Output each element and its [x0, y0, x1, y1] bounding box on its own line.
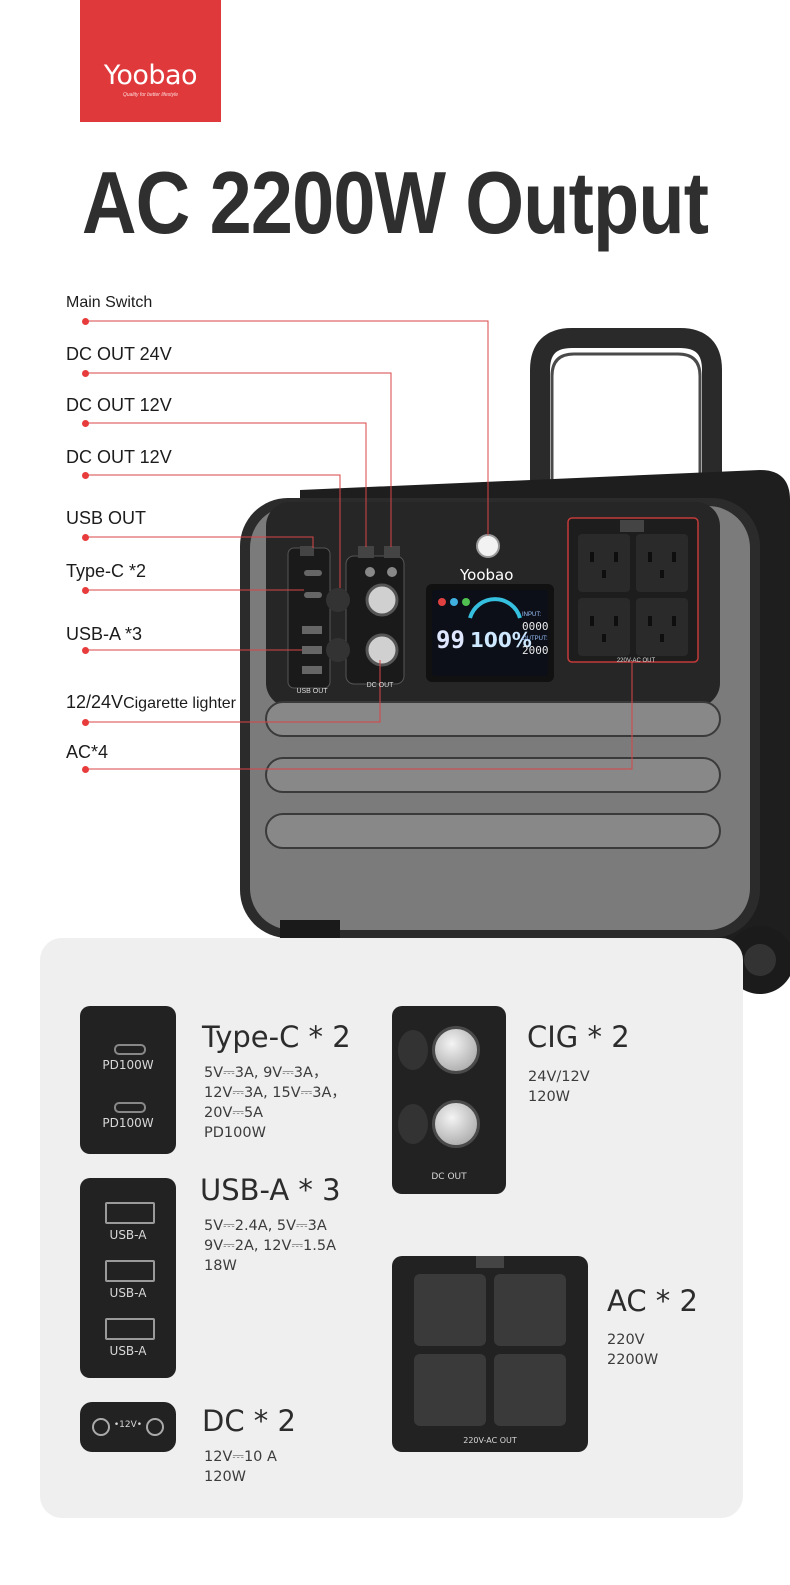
display-battery: 99	[436, 626, 465, 654]
callout-usb-a: USB-A *3	[66, 624, 143, 644]
display-input-label: INPUT:	[522, 612, 542, 618]
ac-title: AC * 2	[607, 1284, 698, 1318]
display-output-value: 2000	[522, 644, 549, 657]
callout-main-switch: Main Switch	[66, 294, 153, 311]
callout-dot	[82, 534, 89, 541]
logo-wordmark: Yoobao	[103, 60, 198, 91]
typec-port-label: PD100W	[102, 1058, 154, 1072]
typec-port-label: PD100W	[102, 1116, 154, 1130]
callout-dot	[82, 647, 89, 654]
dc-specs: 12V⎓10 A 120W	[204, 1449, 277, 1485]
ac-specs: 220V 2200W	[607, 1332, 659, 1368]
callout-ac: AC*4	[66, 742, 109, 762]
typec-module-image: PD100W PD100W	[80, 1006, 176, 1154]
cig-socket-cap	[398, 1104, 428, 1144]
callout-dc-out-24v: DC OUT 24V	[66, 344, 172, 364]
cig-socket-icon	[432, 1100, 480, 1148]
callout-cigarette: 12/24VCigarette lighter	[66, 692, 237, 712]
dc-module-image: •12V•	[80, 1402, 176, 1452]
cig-title: CIG * 2	[527, 1020, 630, 1054]
callout-usb-out: USB OUT	[66, 508, 147, 528]
dc-port-label: •12V•	[113, 1420, 143, 1430]
dc-title: DC * 2	[202, 1404, 296, 1438]
logo-tagline: Quality for better lifestyle	[122, 92, 179, 98]
typec-specs: 5V⎓3A, 9V⎓3A， 12V⎓3A, 15V⎓3A， 20V⎓5A PD1…	[204, 1065, 346, 1141]
ac-socket-icon	[414, 1354, 486, 1426]
cig-socket-cap	[398, 1030, 428, 1070]
ac-module-image: 220V-AC OUT	[392, 1256, 588, 1452]
callout-dot	[82, 420, 89, 427]
callout-dc-out-12v-b: DC OUT 12V	[66, 447, 172, 467]
dc-port-icon	[146, 1418, 164, 1436]
callout-dot	[82, 472, 89, 479]
typec-port-icon	[114, 1102, 146, 1113]
headline: AC 2200W Output	[81, 153, 709, 252]
typec-title: Type-C * 2	[202, 1020, 351, 1054]
display-output-label: OUTPUT:	[522, 636, 548, 642]
cig-port-label: DC OUT	[431, 1172, 467, 1182]
callout-dot	[82, 587, 89, 594]
callout-dot	[82, 318, 89, 325]
usba-port-icon	[105, 1260, 155, 1282]
callout-dot	[82, 719, 89, 726]
cig-socket-icon	[432, 1026, 480, 1074]
ac-socket-icon	[494, 1354, 566, 1426]
callout-dc-out-12v-a: DC OUT 12V	[66, 395, 172, 415]
ac-out-panel-label: 220V-AC OUT	[616, 658, 656, 664]
usba-port-label: USB-A	[109, 1228, 147, 1242]
device-brand-text: Yoobao	[459, 566, 513, 584]
usba-port-label: USB-A	[109, 1344, 147, 1358]
brand-logo: Yoobao Quality for better lifestyle	[80, 0, 221, 122]
cig-specs: 24V/12V 120W	[528, 1069, 590, 1105]
dc-out-panel-label: DC OUT	[366, 682, 394, 689]
display-input-value: 0000	[522, 620, 549, 633]
power-station-illustration: Yoobao	[86, 320, 790, 994]
dc-port-icon	[92, 1418, 110, 1436]
ac-socket-icon	[414, 1274, 486, 1346]
ac-socket-icon	[494, 1274, 566, 1346]
display-percent: 100%	[470, 628, 532, 652]
usba-port-icon	[105, 1318, 155, 1340]
callout-type-c: Type-C *2	[66, 561, 147, 581]
usba-port-icon	[105, 1202, 155, 1224]
usba-port-label: USB-A	[109, 1286, 147, 1300]
usb-out-panel-label: USB OUT	[296, 688, 328, 695]
usba-specs: 5V⎓2.4A, 5V⎓3A 9V⎓2A, 12V⎓1.5A 18W	[204, 1218, 336, 1274]
usba-title: USB-A * 3	[200, 1173, 341, 1207]
usba-module-image: USB-A USB-A USB-A	[80, 1178, 176, 1378]
ac-switch-tab	[476, 1256, 504, 1268]
cig-module-image: DC OUT	[392, 1006, 506, 1194]
typec-port-icon	[114, 1044, 146, 1055]
callout-dot	[82, 370, 89, 377]
ac-port-label: 220V-AC OUT	[463, 1436, 517, 1445]
callout-cigarette-suffix: Cigarette lighter	[123, 695, 237, 712]
callout-dot	[82, 766, 89, 773]
